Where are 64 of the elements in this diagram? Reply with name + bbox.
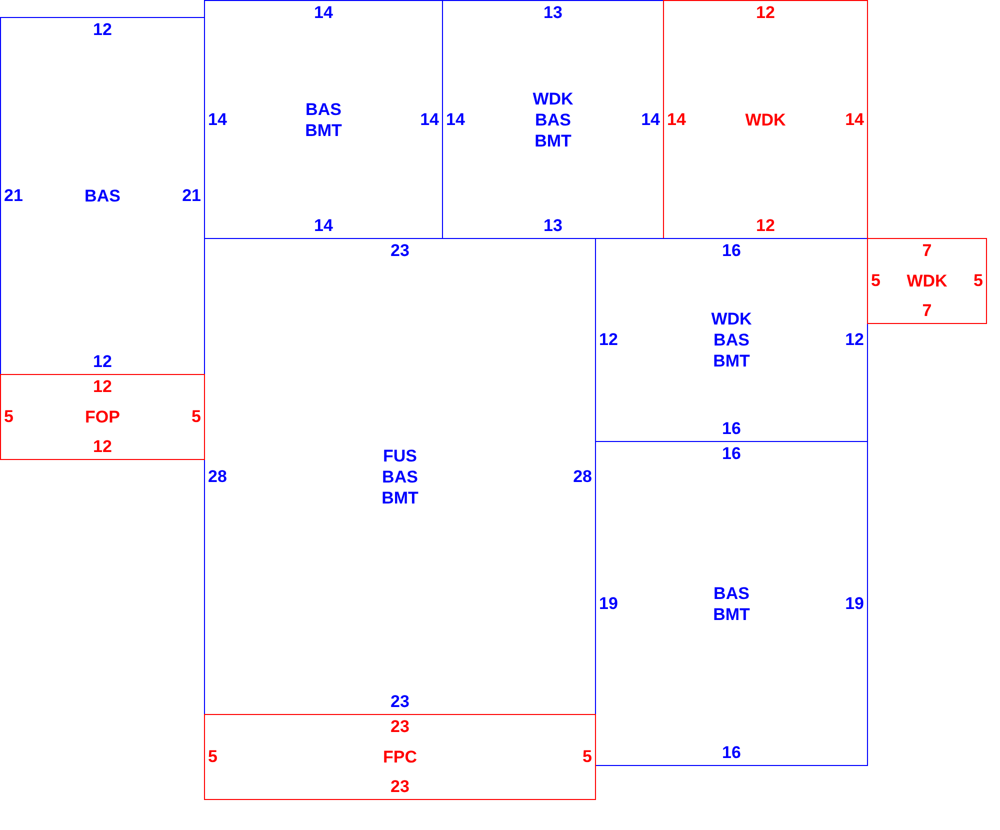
dimension-label: 14 xyxy=(845,110,864,128)
room-code: BMT xyxy=(713,604,750,624)
dimension-label: 14 xyxy=(641,110,660,128)
dimension-label: 23 xyxy=(390,778,410,796)
room-code: WDK xyxy=(711,308,752,330)
room-code: BMT xyxy=(382,487,418,508)
dimension-label: 19 xyxy=(599,594,618,612)
room-outline xyxy=(0,374,205,460)
dimension-label: 16 xyxy=(722,744,741,762)
room-code: BAS xyxy=(714,582,750,604)
dimension-label: 16 xyxy=(722,445,741,463)
room-code: FOP xyxy=(85,406,120,428)
dimension-label: 23 xyxy=(390,693,410,711)
room-code: WDK xyxy=(906,270,948,292)
dimension-label: 21 xyxy=(182,187,201,205)
dimension-label: 12 xyxy=(756,4,775,22)
dimension-label: 14 xyxy=(208,110,227,128)
dimension-label: 19 xyxy=(845,594,864,612)
dimension-label: 12 xyxy=(599,331,618,349)
room-code: BMT xyxy=(534,130,572,151)
dimension-label: 5 xyxy=(582,748,592,766)
dimension-label: 14 xyxy=(314,4,333,22)
dimension-label: 12 xyxy=(93,438,112,456)
room-outline xyxy=(595,441,868,766)
room-code: BMT xyxy=(713,350,750,372)
room-outline xyxy=(663,0,868,239)
dimension-label: 7 xyxy=(922,242,932,260)
dimension-label: 14 xyxy=(314,217,333,235)
dimension-label: 12 xyxy=(756,217,775,235)
dimension-label: 21 xyxy=(4,187,23,205)
dimension-label: 28 xyxy=(208,468,227,486)
dimension-label: 5 xyxy=(4,408,14,426)
room-outline xyxy=(204,714,596,800)
room-code: BAS xyxy=(714,330,750,350)
dimension-label: 14 xyxy=(667,110,686,128)
dimension-label: 5 xyxy=(871,272,880,290)
dimension-label: 7 xyxy=(922,302,932,320)
dimension-label: 5 xyxy=(974,272,983,290)
dimension-label: 5 xyxy=(192,408,201,426)
room-code: FUS xyxy=(383,445,417,466)
room-code: BMT xyxy=(305,120,342,140)
dimension-label: 14 xyxy=(446,110,465,128)
dimension-label: 12 xyxy=(93,378,112,396)
dimension-label: 5 xyxy=(208,748,218,766)
room-code: BAS xyxy=(382,466,418,487)
room-code: WDK xyxy=(745,109,786,130)
dimension-label: 12 xyxy=(93,21,112,39)
dimension-label: 14 xyxy=(420,110,439,128)
dimension-label: 28 xyxy=(573,468,592,486)
room-code: WDK xyxy=(532,88,574,109)
room-code: BAS xyxy=(535,109,571,130)
dimension-label: 12 xyxy=(93,353,112,371)
dimension-label: 13 xyxy=(544,217,562,235)
room-outline xyxy=(0,17,205,375)
dimension-label: 23 xyxy=(390,242,410,260)
dimension-label: 23 xyxy=(390,718,410,736)
room-code: BAS xyxy=(84,186,120,206)
room-code: FPC xyxy=(383,746,417,768)
room-outline xyxy=(867,238,987,324)
dimension-label: 12 xyxy=(845,331,864,349)
dimension-label: 13 xyxy=(544,4,562,22)
dimension-label: 16 xyxy=(722,420,741,438)
dimension-label: 16 xyxy=(722,242,741,260)
room-code: BAS xyxy=(306,98,342,120)
